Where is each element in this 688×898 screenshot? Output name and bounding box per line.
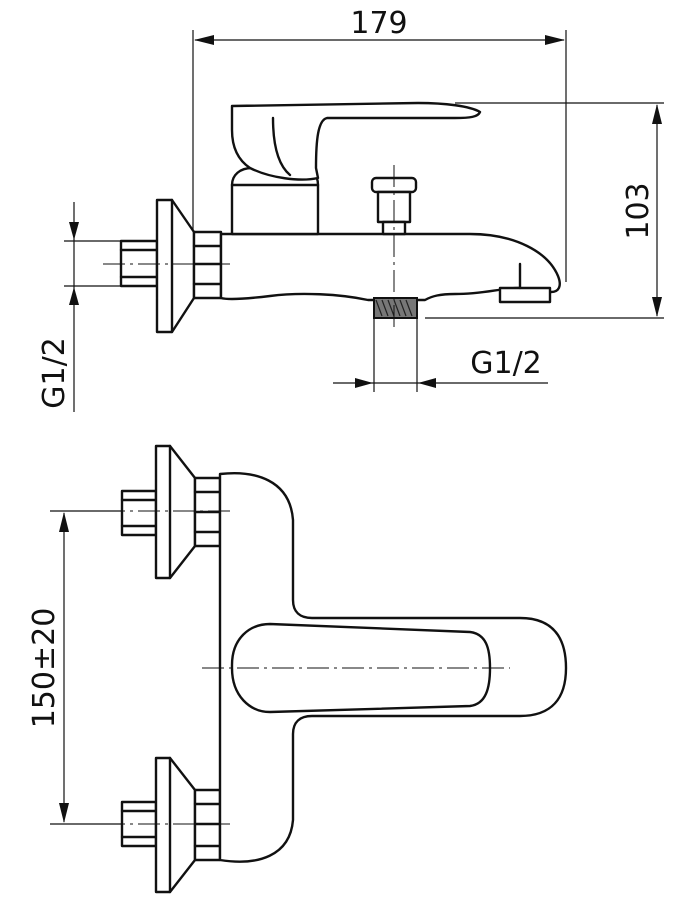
- spacing-dimension: 150±20: [27, 510, 230, 825]
- side-mixer-body: [219, 101, 561, 319]
- front-lower-inlet: [120, 756, 222, 894]
- height-dimension: 103: [425, 102, 664, 319]
- front-mixer-body: [218, 472, 568, 863]
- shower-outlet-thread: [373, 297, 418, 319]
- outlet-thread-label: G1/2: [470, 346, 542, 381]
- height-label: 103: [621, 182, 656, 239]
- inlet-thread-label: G1/2: [37, 337, 72, 409]
- outlet-thread-dimension: G1/2: [333, 318, 548, 392]
- side-view: 179 103 G1/2 G1/2: [37, 6, 664, 412]
- width-dimension: 179: [192, 6, 567, 282]
- front-upper-inlet: [120, 444, 222, 580]
- spacing-label: 150±20: [27, 608, 62, 729]
- front-view: 150±20: [27, 444, 568, 894]
- side-inlet-fitting: [119, 198, 223, 334]
- inlet-thread-dimension: G1/2: [37, 202, 125, 412]
- width-label: 179: [350, 6, 407, 41]
